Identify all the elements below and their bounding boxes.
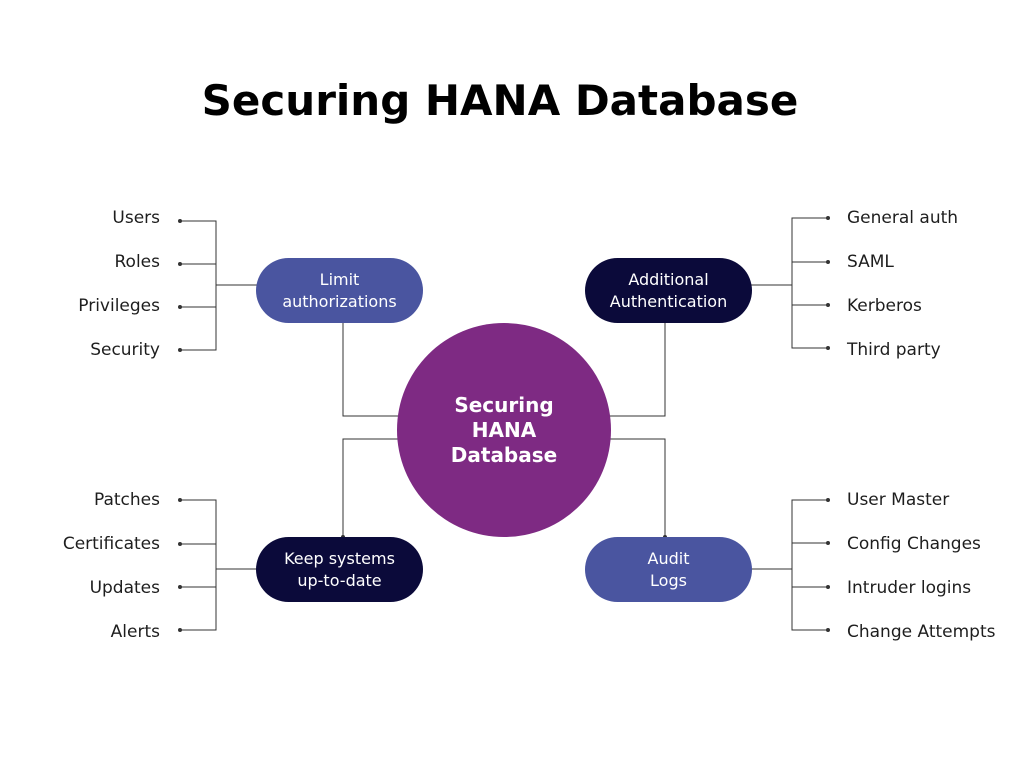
- leaf-intruder-logins: Intruder logins: [847, 578, 972, 598]
- leaf-patches: Patches: [93, 490, 160, 510]
- node-label: Additional Authentication: [609, 269, 728, 311]
- node-limit-authorizations: Limit authorizations: [256, 258, 423, 323]
- node-additional-authentication: Additional Authentication: [585, 258, 752, 323]
- leaf-user-master: User Master: [847, 490, 950, 510]
- leaf-updates: Updates: [89, 578, 160, 598]
- leaf-privileges: Privileges: [78, 296, 160, 316]
- leaf-certificates: Certificates: [62, 534, 160, 554]
- leaf-general-auth: General auth: [847, 208, 959, 228]
- leaf-change-attempts: Change Attempts: [847, 622, 996, 642]
- center-node-label: Securing HANA Database: [450, 392, 558, 467]
- node-keep-systems-up-to-date: Keep systems up-to-date: [256, 537, 423, 602]
- page-title: Securing HANA Database: [201, 76, 799, 125]
- node-audit-logs: Audit Logs: [585, 537, 752, 602]
- center-node: Securing HANA Database: [397, 323, 611, 537]
- leaf-config-changes: Config Changes: [847, 534, 981, 554]
- node-label: Keep systems up-to-date: [284, 548, 395, 590]
- leaf-users: Users: [112, 208, 160, 228]
- leaf-alerts: Alerts: [110, 622, 160, 642]
- leaf-saml: SAML: [847, 252, 894, 272]
- leaf-security: Security: [90, 340, 160, 360]
- node-label: Limit authorizations: [282, 269, 397, 311]
- leaf-third-party: Third party: [847, 340, 941, 360]
- node-label: Audit Logs: [647, 548, 690, 590]
- leaf-kerberos: Kerberos: [847, 296, 922, 316]
- leaf-roles: Roles: [114, 252, 161, 272]
